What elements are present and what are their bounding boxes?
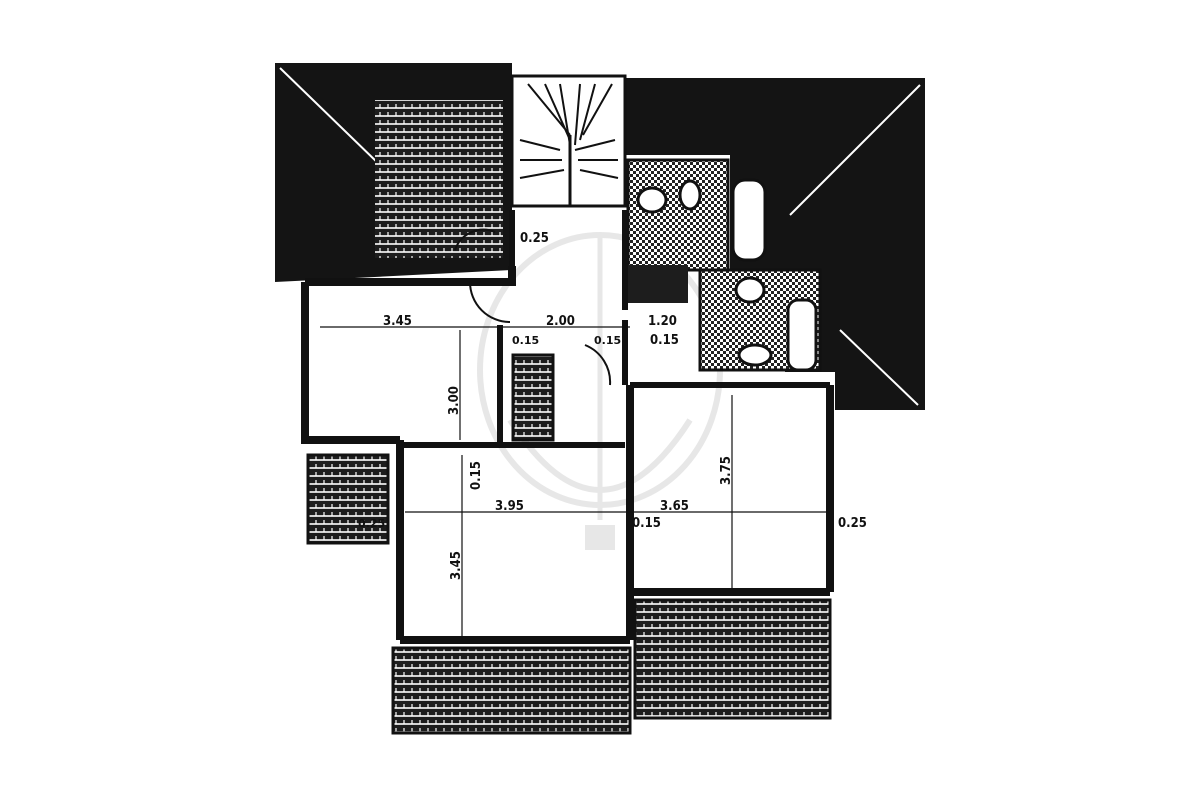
bathtub-icon xyxy=(786,298,818,372)
dim-wall-d: 0.15 xyxy=(632,516,661,531)
dimension-lines xyxy=(320,326,830,640)
bathtub-icon xyxy=(731,178,767,262)
dim-room-bottom-right-depth: 3.75 xyxy=(719,456,734,485)
attic-hatch-area xyxy=(375,100,503,258)
door-swing-icon xyxy=(454,228,612,386)
dim-bath-width: 1.20 xyxy=(648,314,677,329)
toilet-icon xyxy=(636,186,668,214)
dim-wall-c: 0.15 xyxy=(650,333,679,348)
stair-icon xyxy=(510,74,627,208)
balcony-left xyxy=(306,453,390,545)
balcony-bottom-right xyxy=(633,598,832,720)
dim-room-left-width: 3.45 xyxy=(383,314,412,329)
roof-right xyxy=(625,78,925,410)
dim-room-bottom-left-depth: 3.45 xyxy=(449,551,464,580)
toilet-icon xyxy=(734,276,766,304)
dim-wall-b: 0.15 xyxy=(594,334,621,347)
balcony-bottom-left xyxy=(391,646,632,735)
building-walls xyxy=(301,210,834,644)
dim-right-025: 0.25 xyxy=(838,516,867,531)
sink-icon xyxy=(678,179,702,211)
dim-room-bottom-left-width: 3.95 xyxy=(495,499,524,514)
dim-room-bottom-right-width: 3.65 xyxy=(660,499,689,514)
closet xyxy=(511,353,555,442)
bathroom xyxy=(626,158,822,372)
dim-balcony-mark: 0.25 xyxy=(358,517,385,530)
dim-wall-a: 0.15 xyxy=(512,334,539,347)
sink-icon xyxy=(737,343,773,367)
dim-hall-width: 2.00 xyxy=(546,314,575,329)
dim-stair-025: 0.25 xyxy=(520,231,549,246)
dim-room-left-depth: 3.00 xyxy=(447,386,462,415)
dim-room-center-wall: 0.15 xyxy=(469,461,484,490)
